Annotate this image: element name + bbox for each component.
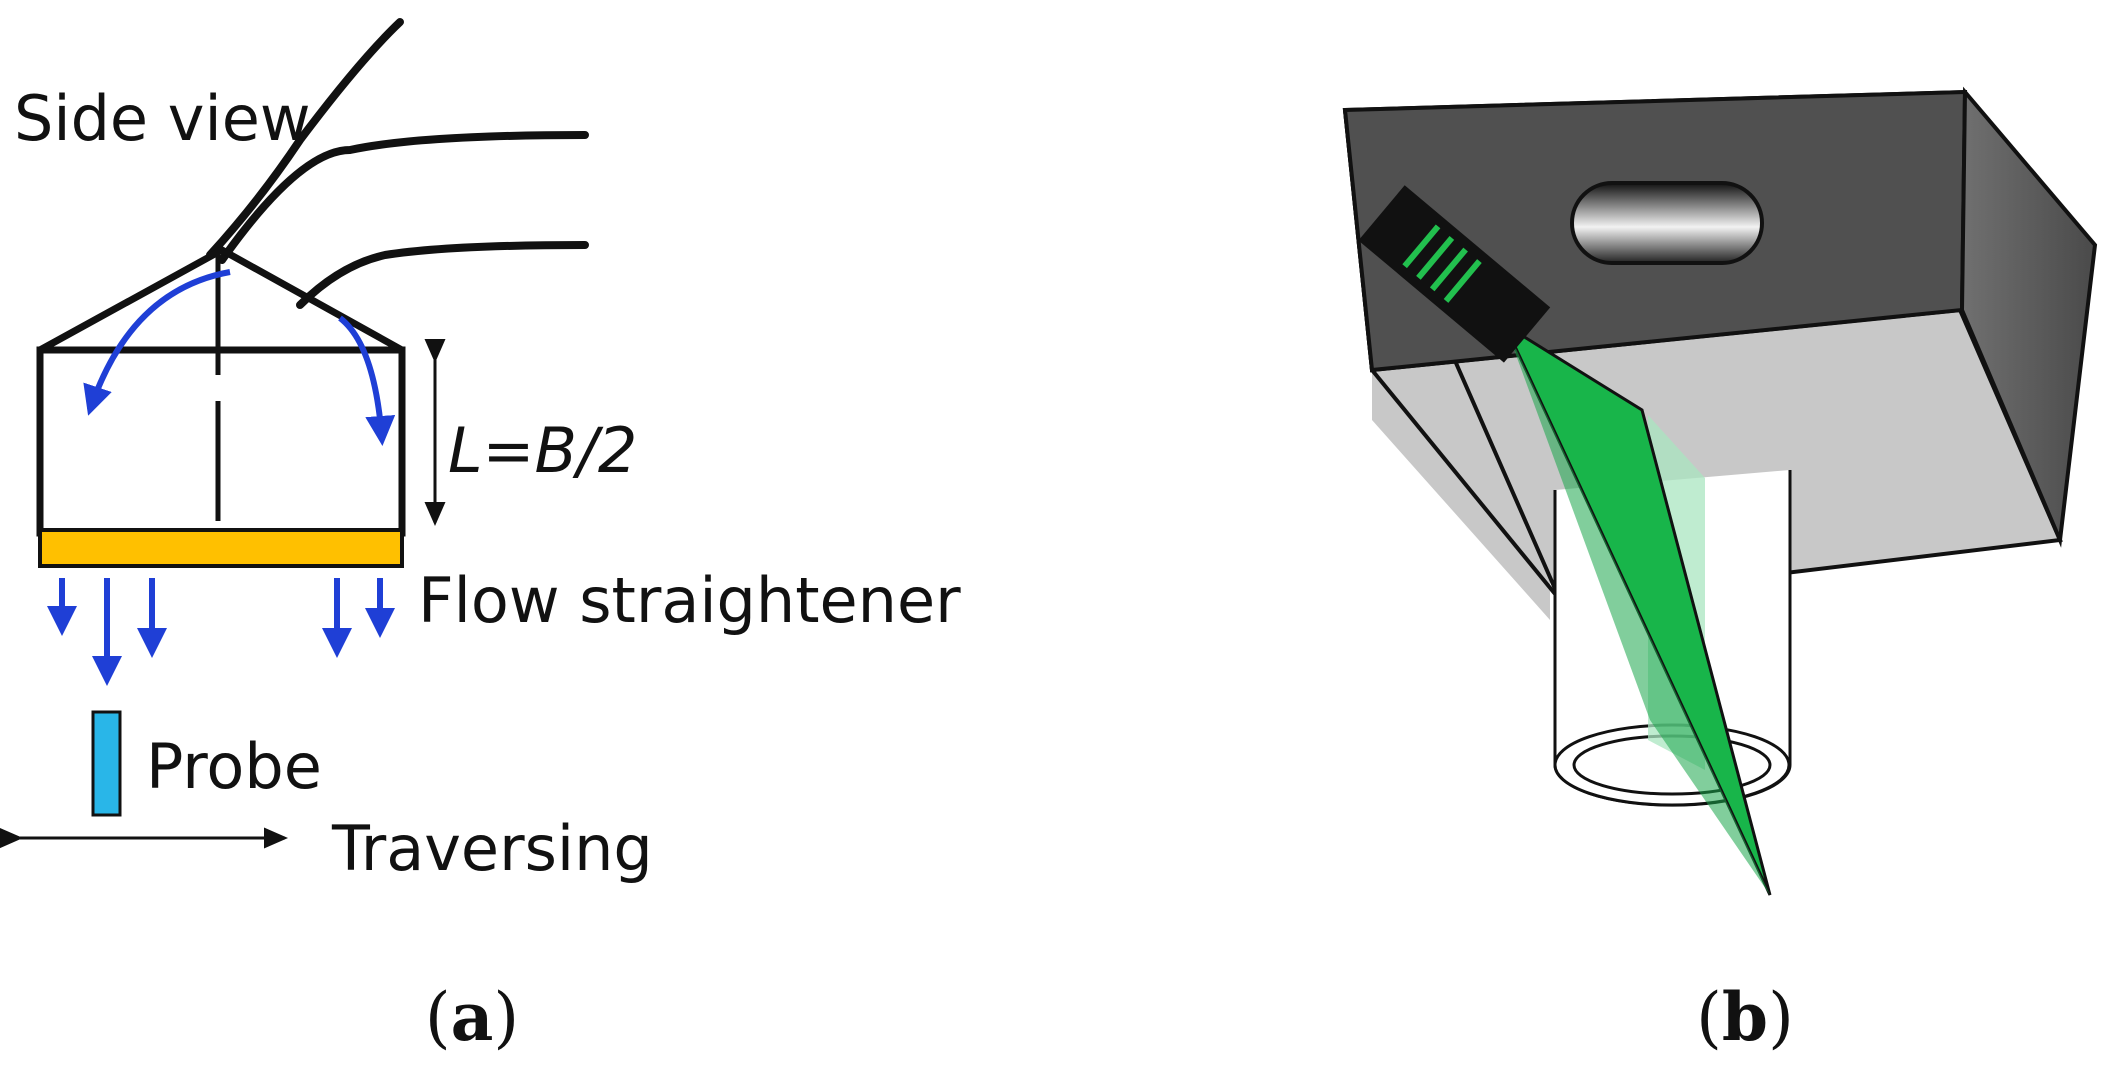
probe-label: Probe xyxy=(146,730,322,803)
flow-straightener-label: Flow straightener xyxy=(418,564,961,637)
flow-arrow-right xyxy=(338,315,396,446)
laser-head xyxy=(1358,185,1551,363)
caption-a: (a) xyxy=(425,978,519,1056)
outflow-arrows xyxy=(47,578,395,686)
hoses xyxy=(206,18,589,309)
flow-straightener-bar xyxy=(38,528,404,568)
panel-a: Side view L=B/2 Flow straightener Probe … xyxy=(0,18,961,1056)
block-slot xyxy=(1570,181,1764,265)
panel-b: (b) xyxy=(1342,86,2098,1056)
length-label: L=B/2 xyxy=(448,414,637,487)
probe-rect xyxy=(91,710,122,817)
traversing-label: Traversing xyxy=(331,812,653,885)
laser-sheet-shade xyxy=(1505,325,1770,895)
block-side-face xyxy=(1959,86,2098,548)
recirculation-arrows xyxy=(83,269,396,446)
flow-arrow-left xyxy=(83,269,231,416)
caption-b: (b) xyxy=(1696,978,1794,1056)
side-view-label: Side view xyxy=(14,82,311,155)
